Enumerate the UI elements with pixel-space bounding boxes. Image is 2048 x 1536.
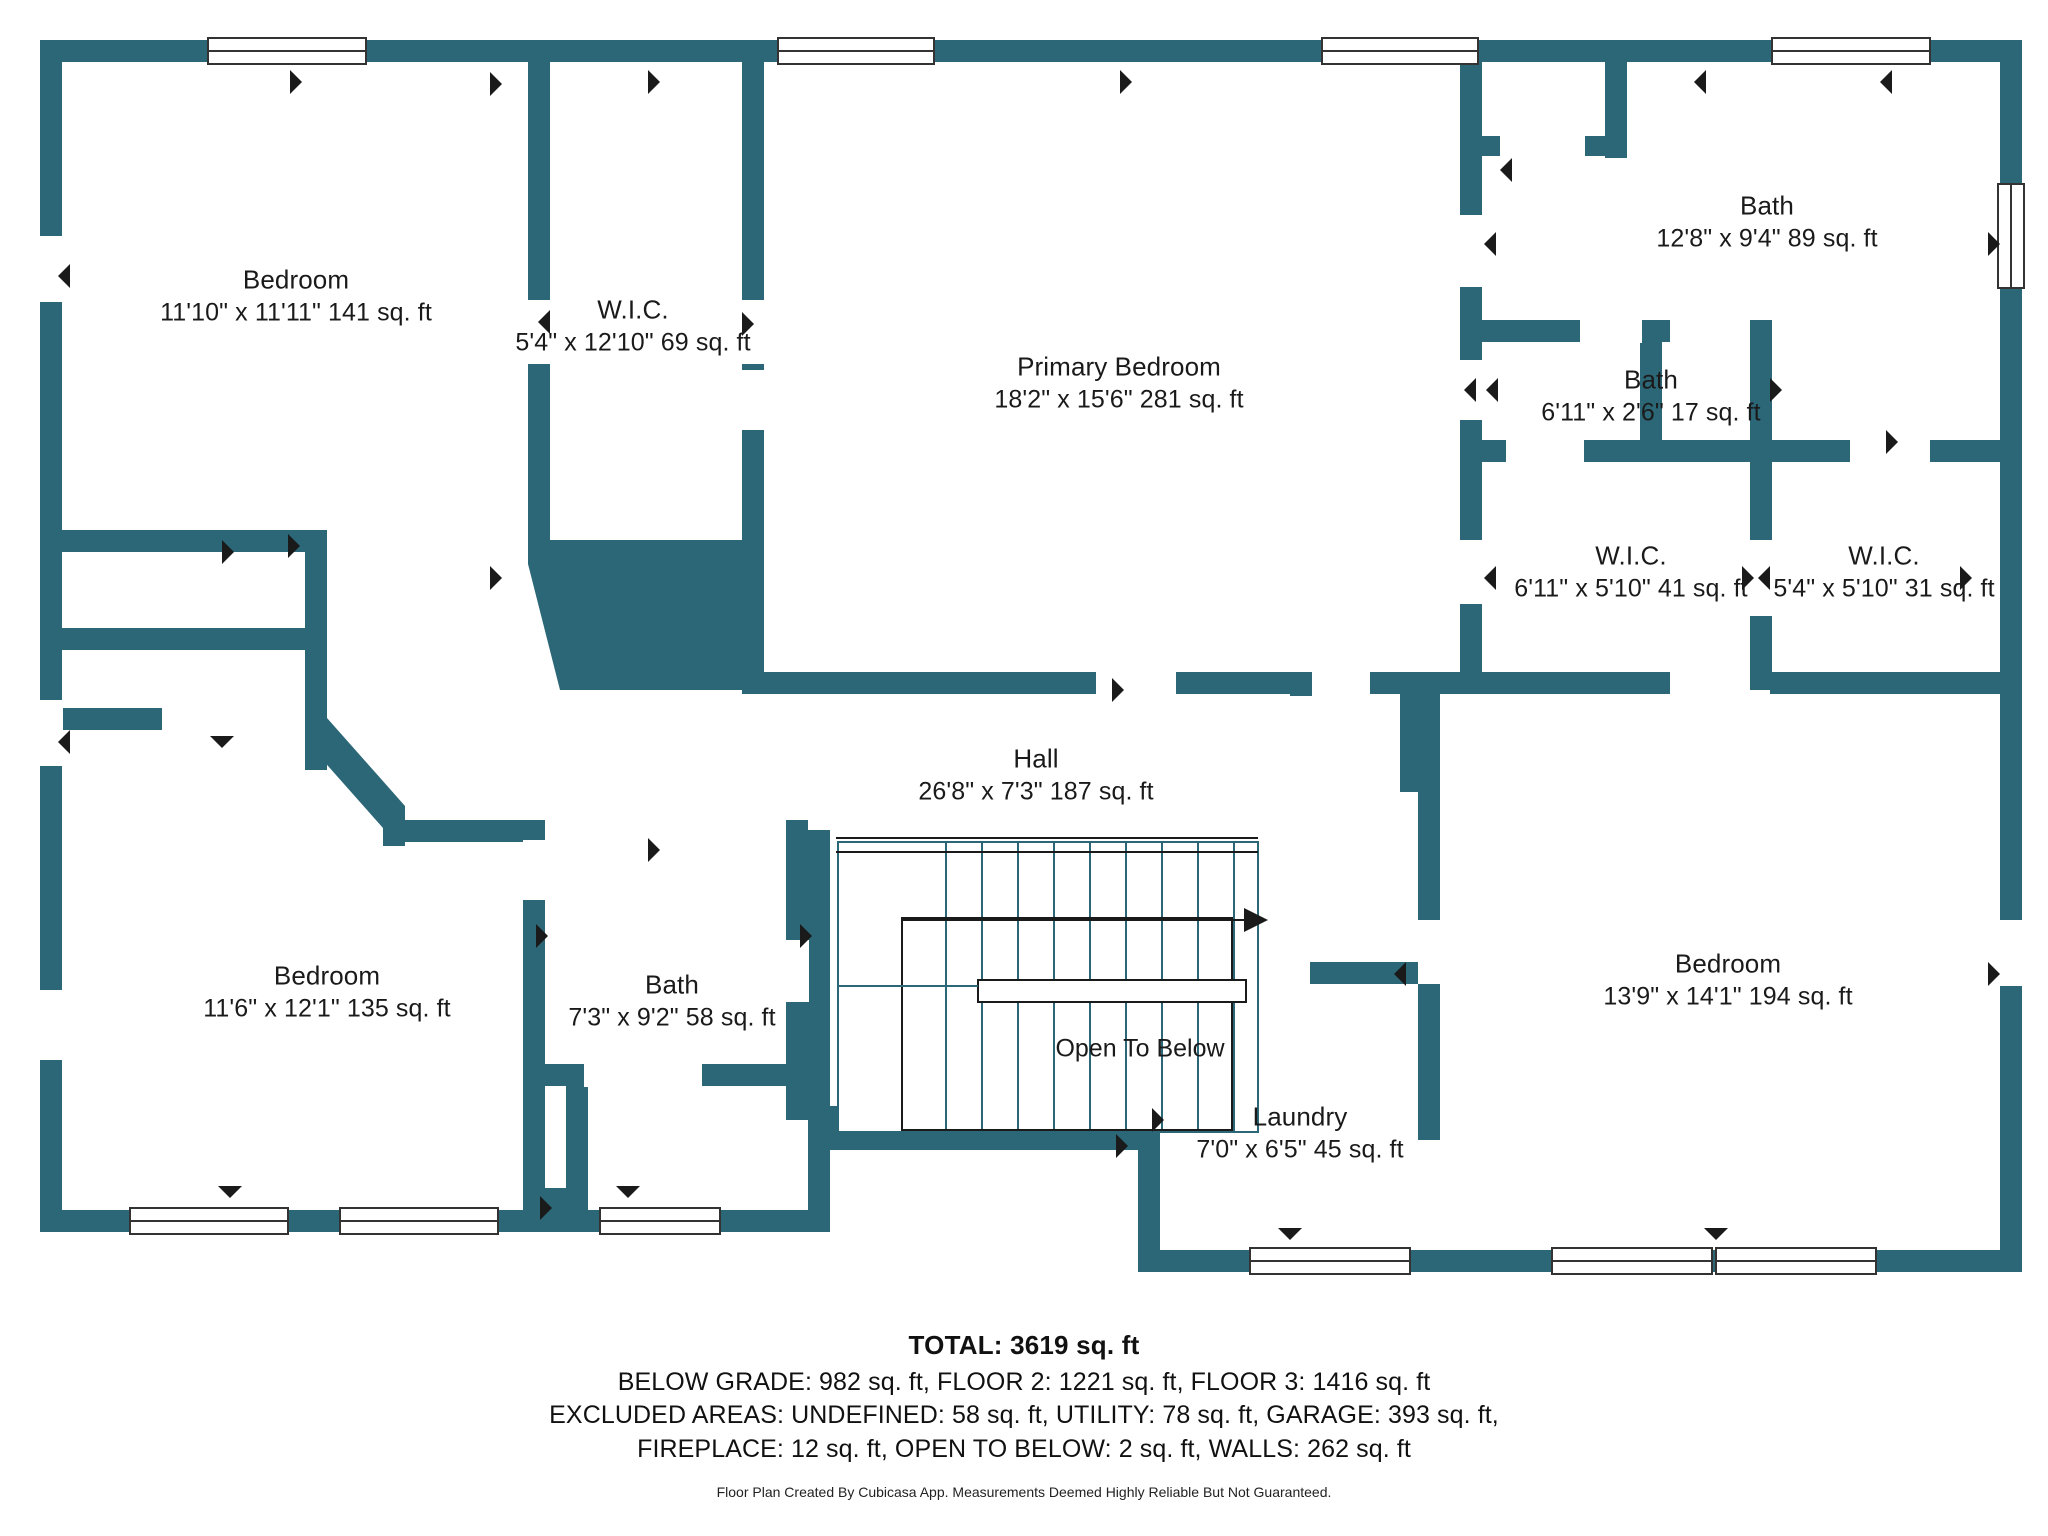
floor-breakdown-line: BELOW GRADE: 982 sq. ft, FLOOR 2: 1221 s…	[617, 1368, 1431, 1396]
door-marker-group	[58, 70, 2000, 1240]
annotation-open-to-below: Open To Below	[1055, 1034, 1225, 1063]
window-group	[129, 37, 2025, 1275]
credit-line: Floor Plan Created By Cubicasa App. Meas…	[716, 1483, 1332, 1500]
excluded-areas-line-2: FIREPLACE: 12 sq. ft, OPEN TO BELOW: 2 s…	[637, 1434, 1411, 1463]
area-summary: TOTAL: 3619 sq. ft BELOW GRADE: 982 sq. …	[0, 1330, 2048, 1500]
total-area: TOTAL: 3619 sq. ft	[908, 1330, 1140, 1360]
excluded-areas-line-1: EXCLUDED AREAS: UNDEFINED: 58 sq. ft, UT…	[549, 1401, 1499, 1430]
staircase	[836, 837, 1268, 1133]
